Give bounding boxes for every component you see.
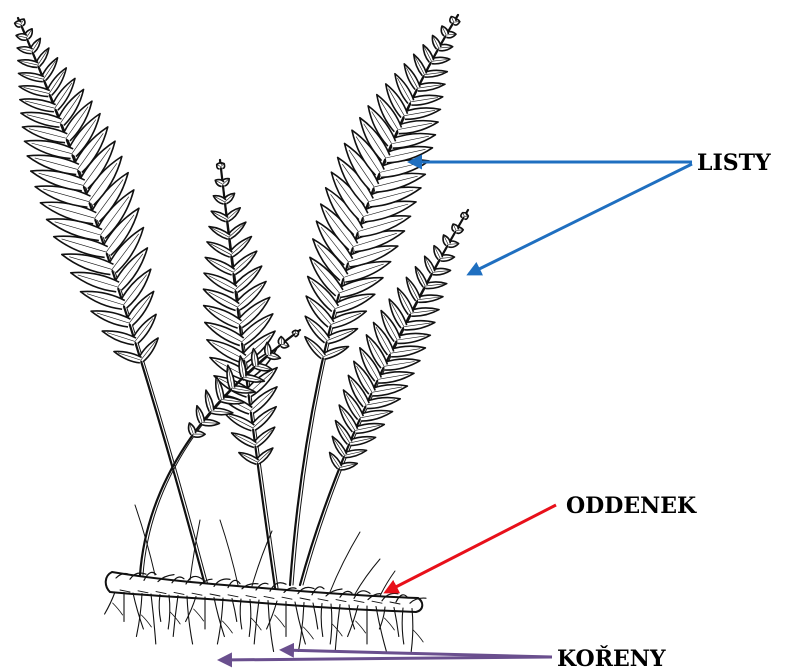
root [376, 607, 386, 652]
root [321, 604, 323, 637]
fern-fronds [15, 15, 469, 588]
frond-pinna [384, 359, 420, 370]
root-branch [303, 627, 313, 639]
frond-pinna [425, 282, 447, 289]
frond-pinna [417, 83, 445, 91]
root-branch [141, 615, 151, 627]
frond-pinna [371, 385, 407, 396]
frond-pinna [221, 397, 245, 404]
leaves-arrow-lower [469, 164, 692, 274]
roots-arrow-left [220, 657, 552, 660]
frond-pinna [365, 398, 400, 409]
label-roots: KOŘENY [557, 645, 666, 672]
frond-pinna [360, 410, 393, 421]
root-branch [113, 603, 123, 615]
frond-pinna [334, 294, 375, 313]
root [232, 599, 237, 622]
frond-pinna [62, 254, 114, 274]
root [411, 609, 413, 652]
rhizome-body [106, 572, 423, 612]
frond-pinna [102, 331, 136, 345]
frond-pinna [410, 308, 439, 316]
root-branch [413, 630, 423, 642]
frond-pinna [404, 108, 441, 119]
fern-illustration [15, 15, 469, 652]
frond-pinna [326, 329, 358, 344]
rootlet [330, 532, 360, 592]
frond-pinna [81, 291, 125, 309]
frond-pinna [397, 333, 431, 343]
rootlet [355, 559, 380, 594]
root [168, 595, 170, 629]
label-rhizome: ODDENEK [566, 493, 697, 519]
frond-pinna [354, 424, 384, 434]
root-branch [356, 621, 366, 633]
frond-pinna [91, 311, 130, 327]
fern-rhizome [106, 572, 426, 612]
root-branch [384, 618, 394, 630]
frond-pinna [16, 34, 27, 40]
root [151, 594, 156, 644]
frond-pinna [390, 346, 425, 357]
root [330, 604, 332, 644]
root-branch [275, 615, 285, 627]
root [240, 599, 242, 629]
frond-pinna [424, 70, 447, 77]
frond-pinna [418, 295, 443, 302]
frond-pinna [189, 423, 196, 435]
rootlet [252, 531, 272, 586]
roots-arrows [220, 650, 552, 660]
root [105, 592, 115, 614]
root [187, 596, 193, 644]
frond-pinna [18, 60, 38, 68]
frond-pinna [431, 57, 450, 64]
frond-pinna [71, 272, 119, 291]
frond-pinna [17, 47, 32, 54]
root [268, 601, 274, 652]
root [402, 608, 404, 644]
root-branch [194, 609, 204, 621]
root [249, 600, 251, 637]
label-leaves: LISTY [697, 150, 771, 176]
frond-pinna [330, 311, 367, 328]
frond-pinna [377, 372, 414, 383]
frond-pinna [339, 463, 357, 470]
root-branch [222, 621, 232, 633]
root [159, 595, 161, 622]
frond-pinna [403, 321, 434, 330]
rhizome-arrow [386, 505, 556, 592]
frond-pinna [410, 95, 442, 105]
rootlet [220, 520, 238, 585]
frond-left [15, 18, 208, 585]
frond-pinna [397, 121, 438, 134]
roots-arrow-right [282, 650, 552, 657]
